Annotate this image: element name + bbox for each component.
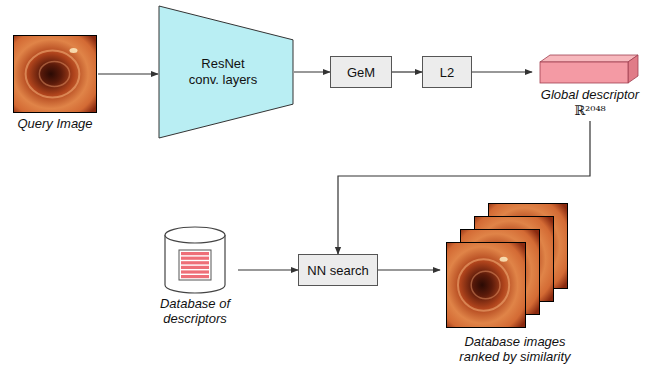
specular-highlight	[69, 48, 77, 53]
database-cylinder	[160, 226, 230, 294]
process-box: GeM	[330, 56, 392, 88]
flow-arrow	[238, 269, 298, 270]
record-row	[181, 257, 209, 260]
record-row	[181, 275, 209, 278]
box-top	[540, 55, 638, 62]
box-label: GeM	[347, 65, 375, 80]
trapezoid-shape	[159, 6, 293, 138]
image-caption: Query Image	[12, 116, 98, 131]
database-caption: Database of descriptors	[152, 296, 238, 326]
flow-arrow	[294, 71, 330, 72]
ranked-results: Database images ranked by similarity	[440, 190, 590, 364]
tissue-fold	[39, 62, 69, 87]
descriptor-caption: Global descriptor	[532, 87, 648, 102]
box-label: NN search	[307, 263, 368, 278]
endoscopy-image	[447, 243, 525, 327]
descriptor-vector: Global descriptorℝ²⁰⁴⁸	[532, 52, 648, 119]
flow-arrow	[98, 73, 158, 74]
process-box: L2	[422, 56, 472, 88]
tissue-fold	[458, 259, 509, 311]
cylinder-body	[165, 235, 225, 293]
record-row	[181, 270, 209, 273]
text-holder: ResNet conv. layers	[158, 5, 294, 139]
flow-arrow	[472, 71, 532, 72]
block-label: ResNet conv. layers	[185, 56, 261, 88]
dimension-label: ℝ²⁰⁴⁸	[532, 102, 648, 119]
result-images	[440, 190, 590, 330]
image-frame	[13, 35, 97, 113]
box-front	[540, 62, 628, 83]
database: Database of descriptors	[152, 226, 238, 326]
record-row	[181, 261, 209, 264]
results-caption: Database images ranked by similarity	[451, 334, 579, 364]
tissue-fold	[471, 271, 500, 299]
box-side	[628, 55, 638, 83]
tissue-fold	[26, 51, 80, 98]
image-frame	[446, 242, 526, 328]
record-block	[179, 250, 211, 280]
record-row	[181, 266, 209, 269]
network-block: ResNet conv. layers	[158, 5, 294, 139]
record-row	[181, 252, 209, 255]
flow-arrow	[392, 71, 422, 72]
query-photo	[12, 34, 98, 114]
query-image: Query Image	[12, 34, 98, 131]
flow-arrow	[378, 269, 440, 270]
endoscopy-image	[14, 36, 96, 112]
vector-box	[532, 52, 648, 84]
process-box: NN search	[298, 254, 378, 286]
box-label: L2	[440, 65, 454, 80]
specular-highlight	[500, 257, 508, 262]
cylinder-top	[165, 227, 225, 243]
